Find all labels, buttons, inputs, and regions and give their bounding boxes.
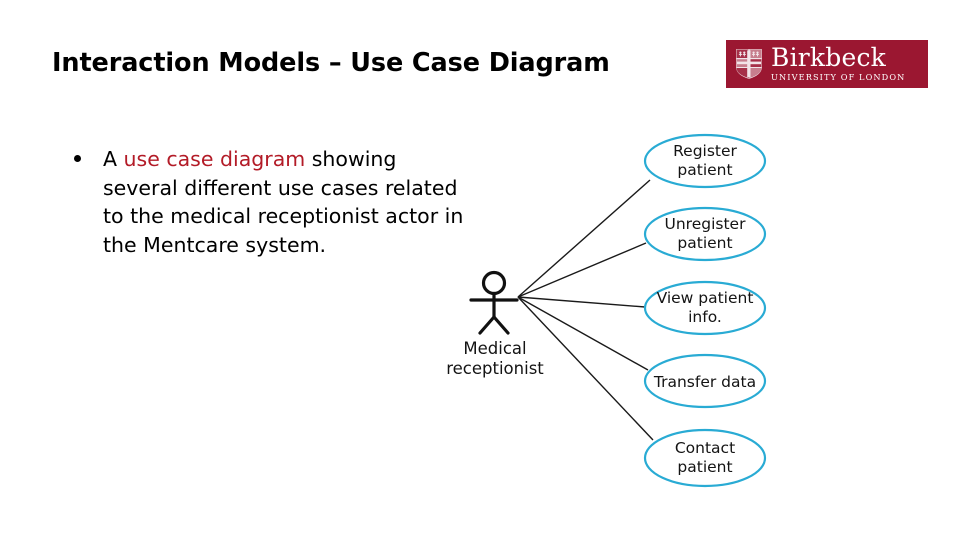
logo-name: Birkbeck [771, 43, 887, 73]
connector-view-patient-info [517, 296, 646, 308]
use-case-label-line1: Contact [675, 439, 735, 457]
list-item: A use case diagram showing several diffe… [64, 145, 464, 259]
actor-left-leg-line [478, 315, 496, 335]
actor-right-leg-line [492, 315, 510, 335]
use-case-ellipse[interactable] [643, 133, 767, 189]
use-case-ellipse[interactable] [643, 206, 767, 262]
use-case-label-line2: patient [677, 458, 732, 476]
birkbeck-logo: Birkbeck UNIVERSITY OF LONDON [726, 40, 928, 88]
use-case-label-line2: info. [688, 308, 722, 326]
birkbeck-shield-icon [734, 47, 764, 81]
bullet-marker-icon [74, 155, 81, 162]
connector-transfer-data [517, 296, 649, 371]
use-case-ellipse[interactable] [643, 353, 767, 409]
use-case-label-line1: Transfer data [653, 373, 756, 391]
use-case-transfer-data[interactable]: Transfer data [643, 353, 767, 409]
connector-register-patient [517, 179, 651, 298]
connector-contact-patient [517, 296, 654, 441]
bullet-segment-suffix: showing several different use cases rela… [103, 147, 464, 257]
use-case-label-line1: Register [673, 142, 737, 160]
medical-receptionist-actor [469, 270, 519, 335]
page-title: Interaction Models – Use Case Diagram [52, 48, 610, 78]
use-case-unregister-patient[interactable]: Unregister patient [643, 206, 767, 262]
use-case-contact-patient[interactable]: Contact patient [643, 428, 767, 488]
bullet-segment-emphasis: use case diagram [123, 147, 306, 171]
use-case-view-patient-info[interactable]: View patient info. [643, 280, 767, 336]
use-case-ellipse[interactable] [643, 280, 767, 336]
body-content: A use case diagram showing several diffe… [64, 145, 464, 259]
bullet-segment-prefix: A [103, 147, 124, 171]
use-case-register-patient[interactable]: Register patient [643, 133, 767, 189]
use-case-label-line1: Unregister [665, 215, 747, 233]
logo-wordmark: Birkbeck UNIVERSITY OF LONDON [771, 43, 906, 83]
use-case-ellipse[interactable] [643, 428, 767, 488]
logo-subtitle: UNIVERSITY OF LONDON [771, 72, 906, 83]
connector-unregister-patient [517, 242, 647, 298]
actor-label-line1: Medical [463, 339, 526, 358]
connector-group [517, 179, 654, 441]
use-case-label-line2: patient [677, 234, 732, 252]
use-case-label-line2: patient [677, 161, 732, 179]
actor-label-line2: receptionist [446, 359, 544, 378]
use-case-label-line1: View patient [657, 289, 754, 307]
actor-head-icon [481, 270, 507, 296]
